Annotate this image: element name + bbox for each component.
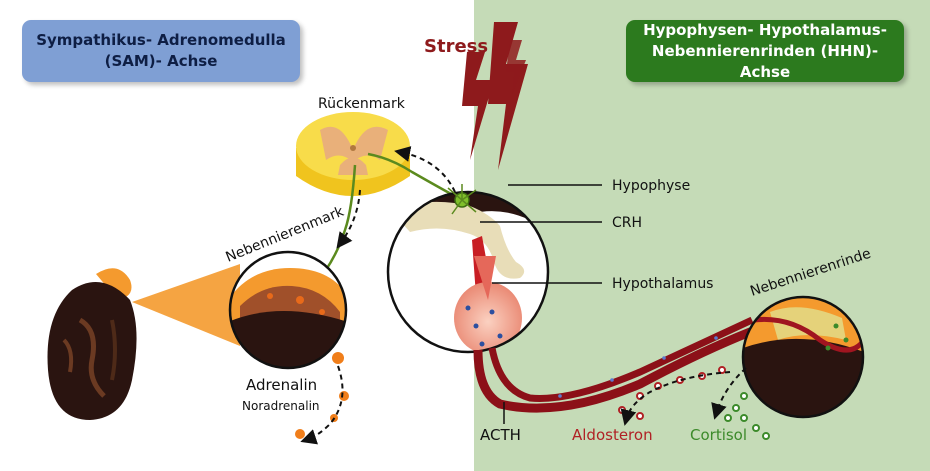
zoom-cone [132,264,240,346]
dashed-arrow-cortisol [711,367,747,420]
adrenal-cortex-magnified [741,295,865,419]
adrenalin-droplet [295,429,305,439]
adrenalin-droplet [339,391,349,401]
stress-lightning-icon [462,22,528,170]
dashed-arrow-adrenalin-release [300,365,344,445]
hhn-axis-title-line1: Hypophysen- Hypothalamus- [643,20,887,39]
sam-axis-title-line1: Sympathikus- Adrenomedulla [36,31,286,49]
hypothalamus-label: Hypothalamus [612,276,713,292]
crh-label: CRH [612,215,642,231]
kidney-icon [47,268,137,420]
dashed-arrow-aldosteron [620,371,731,426]
adrenal-medulla-magnified [228,250,348,370]
hypothalamus-pituitary-magnified [386,190,550,354]
hypophyse-label: Hypophyse [612,178,690,194]
neuron-icon [447,184,477,215]
aldosteron-label: Aldosteron [572,426,653,444]
sam-axis-title-line2: (SAM)- Achse [104,52,218,70]
noradrenalin-label: Noradrenalin [242,399,320,413]
adrenalin-droplet [332,352,344,364]
dashed-arrow-to-spinal-cord [394,146,456,193]
blood-vessel [473,316,783,413]
hhn-axis-title-line2: Nebennierenrinden (HHN)- Achse [651,41,879,81]
hhn-axis-box: Hypophysen- Hypothalamus- Nebennierenrin… [626,20,904,82]
adrenalin-label: Adrenalin [246,376,317,394]
nerve-to-hypothalamus [367,152,463,202]
spinal-cord-icon [296,112,410,196]
rueckenmark-label: Rückenmark [318,96,406,112]
dashed-arrow-to-adrenal-medulla [336,189,361,249]
nebennierenrinde-label: Nebennierenrinde [748,246,873,300]
acth-label: ACTH [480,426,521,444]
sam-axis-box: Sympathikus- Adrenomedulla (SAM)- Achse [22,20,300,82]
stress-label: Stress [424,36,488,57]
cortisol-label: Cortisol [690,426,747,444]
